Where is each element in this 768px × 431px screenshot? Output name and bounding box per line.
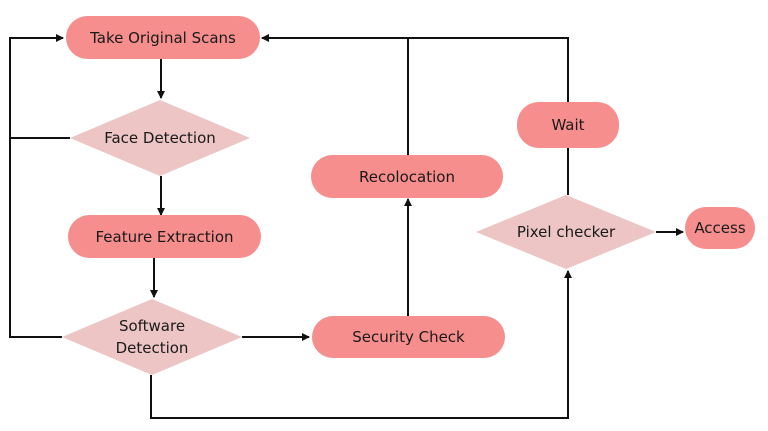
edge-face-loop-back bbox=[9, 34, 70, 139]
take-original-scans-node: Take Original Scans bbox=[66, 16, 260, 59]
security-check-node: Security Check bbox=[312, 316, 505, 358]
software-detection-label-line-1: Software bbox=[118, 317, 186, 335]
pixel-checker-diamond bbox=[476, 195, 656, 269]
access-node: Access bbox=[685, 207, 755, 249]
pixel-checker-label-box: Pixel checker bbox=[476, 195, 656, 269]
edge-software-loop-back bbox=[9, 138, 62, 338]
software-detection-label-box: Software Detection bbox=[62, 299, 242, 375]
face-detection-label: Face Detection bbox=[104, 129, 216, 147]
software-detection-label-line-2: Detection bbox=[115, 339, 189, 357]
face-detection-diamond bbox=[70, 100, 250, 176]
security-check-label: Security Check bbox=[352, 328, 465, 346]
feature-extraction-node: Feature Extraction bbox=[68, 215, 261, 258]
recolocation-label: Recolocation bbox=[359, 167, 455, 186]
edge-software-to-pixel bbox=[150, 270, 572, 419]
feature-extraction-label: Feature Extraction bbox=[95, 227, 234, 246]
wait-label: Wait bbox=[551, 116, 585, 134]
software-detection-diamond bbox=[62, 299, 242, 375]
access-label: Access bbox=[694, 219, 746, 237]
wait-node: Wait bbox=[517, 102, 619, 148]
pixel-checker-label: Pixel checker bbox=[516, 223, 616, 241]
take-original-scans-label: Take Original Scans bbox=[90, 28, 236, 47]
recolocation-node: Recolocation bbox=[311, 155, 503, 198]
face-detection-label-box: Face Detection bbox=[70, 100, 250, 176]
